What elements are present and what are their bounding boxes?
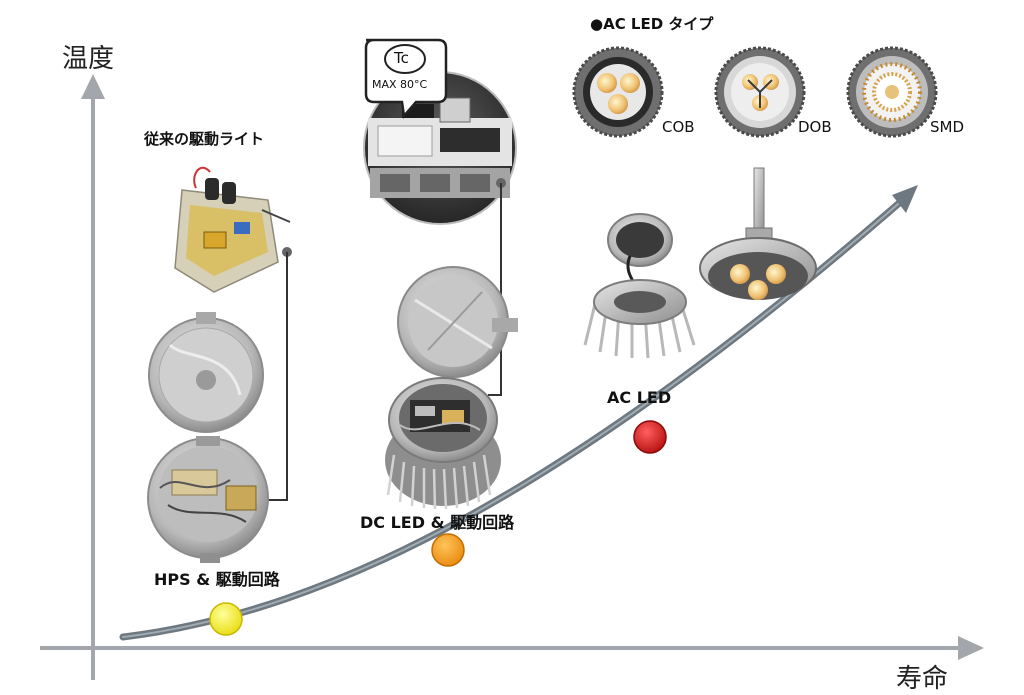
led-type-cob-label: COB xyxy=(662,118,695,136)
led-type-dob-icon xyxy=(714,46,806,138)
trend-curve-arrowhead xyxy=(892,185,918,213)
tc-max-temperature: MAX 80°C xyxy=(372,78,428,91)
stage-label-ac-led: AC LED xyxy=(607,388,672,407)
callout-line-dc xyxy=(488,183,502,396)
conventional-driver-label: 従来の駆動ライト xyxy=(144,130,265,148)
ac-led-fixture-open-image xyxy=(583,213,696,359)
tc-symbol: Tc xyxy=(394,49,409,67)
stage-marker-dc-led xyxy=(431,533,465,567)
callout-line-hps xyxy=(267,252,288,501)
led-type-dob-label: DOB xyxy=(798,118,832,136)
led-type-smd-icon xyxy=(846,46,938,138)
y-axis-label: 温度 xyxy=(62,44,115,74)
led-type-smd-label: SMD xyxy=(930,118,965,136)
stage-marker-hps xyxy=(209,602,243,636)
axes xyxy=(40,74,984,680)
ac-led-fixture-pendant-image xyxy=(699,167,817,300)
ac-led-types-title: ●AC LED タイプ xyxy=(590,15,714,33)
stage-label-dc-led: DC LED & 駆動回路 xyxy=(360,513,515,532)
conventional-driver-image xyxy=(174,166,291,293)
hps-fixture-image xyxy=(147,312,269,563)
stage-marker-ac-led xyxy=(633,420,667,454)
dc-led-fixture-image xyxy=(385,266,518,510)
y-axis-arrowhead xyxy=(81,74,105,99)
tc-callout-bubble xyxy=(364,38,448,119)
led-type-cob-icon xyxy=(572,46,664,138)
stage-label-hps: HPS & 駆動回路 xyxy=(154,570,280,589)
x-axis-arrowhead xyxy=(958,636,984,660)
x-axis-label: 寿命 xyxy=(896,664,949,694)
